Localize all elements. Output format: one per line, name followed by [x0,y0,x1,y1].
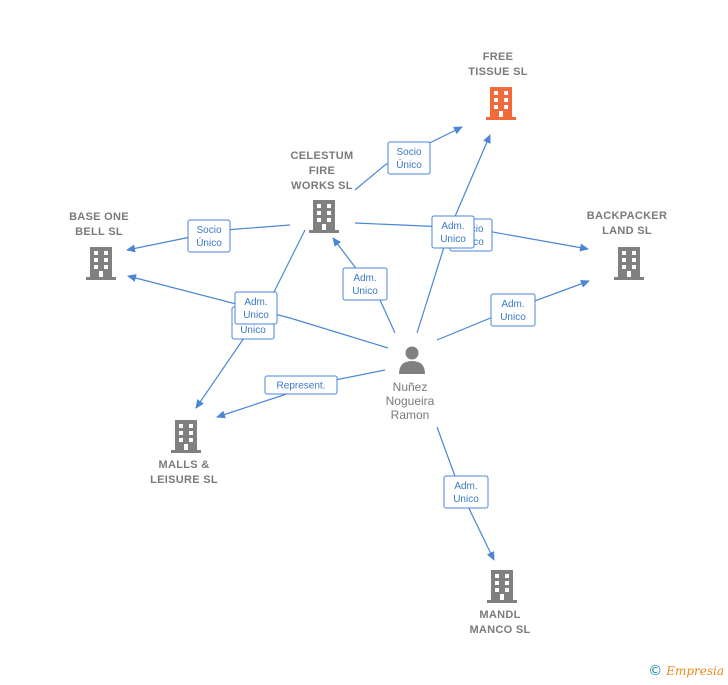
edge-label-text: Unico [243,310,269,321]
edge-label-text: Adm. [441,221,464,232]
company-node-malls[interactable]: MALLS & LEISURE SL [150,420,218,486]
company-label: MANCO SL [469,624,530,636]
edge-label-text: Adm. [501,299,524,310]
edge-label-text: Unico [440,234,466,245]
edge-label-text: Socio [196,225,221,236]
building-icon [86,247,116,280]
edge-label-text: Represent. [277,381,326,392]
brand-name: Empresia [666,664,724,678]
edge-label-text: Único [396,158,422,171]
edge-e1 [354,126,463,191]
company-label: LEISURE SL [150,474,218,486]
company-label: MALLS & [159,459,210,471]
building-icon [614,247,644,280]
copyright-symbol: © [648,663,663,679]
person-label: Ramon [391,408,430,422]
edge-label-text: Único [196,236,222,249]
edge-label-box [342,267,388,301]
edges-layer: SocioÚnicoSocioÚnicoAdm.UnicoSocioÚnicoA… [126,126,590,561]
building-icon [309,200,339,233]
company-label: TISSUE SL [468,66,528,78]
building-icon [171,420,201,453]
company-label: MANDL [479,609,520,621]
company-label: WORKS SL [291,180,353,192]
building-icon [486,87,516,120]
person-label: Nogueira [386,394,435,408]
company-label: FREE [483,51,514,63]
company-label: BACKPACKER [587,210,667,222]
building-icon [487,570,517,603]
edge-label-box [234,291,278,325]
edge-label-box [264,375,338,395]
edge-label-text: Adm. [244,297,267,308]
company-node-backpacker[interactable]: BACKPACKER LAND SL [587,210,667,280]
company-label: CELESTUM [291,150,354,162]
company-node-free[interactable]: FREE TISSUE SL [468,51,528,120]
footer-brand: ©Empresia [648,663,724,679]
edge-e6 [127,274,389,349]
company-label: FIRE [309,165,335,177]
edge-label-text: Unico [500,312,526,323]
edge-label-box [490,293,536,327]
edge-label-text: Socio [396,147,421,158]
edge-label-text: Unico [240,325,266,336]
company-label: LAND SL [602,225,652,237]
edge-label-e7[interactable]: Adm. Unico [431,215,475,249]
edge-label-text: Unico [352,286,378,297]
company-node-celestum[interactable]: CELESTUM FIRE WORKS SL [291,150,354,233]
edge-label-box [431,215,475,249]
edge-label-box [387,141,431,175]
company-node-mandl[interactable]: MANDL MANCO SL [469,570,530,636]
nodes-layer: FREE TISSUE SL CELESTUM FIRE WORKS SL BASE ON… [69,51,667,636]
edge-label-e8[interactable]: Adm. Unico [490,293,536,327]
edge-label-e3[interactable]: Adm. Unico [342,267,388,301]
edge-label-box [443,475,489,509]
edge-label-e6[interactable]: Adm. Unico [234,291,278,325]
edge-label-e9[interactable]: Represent. [264,375,338,395]
edge-label-box [187,219,231,253]
company-label: BASE ONE [69,211,129,223]
edge-label-text: Unico [453,494,479,505]
company-label: BELL SL [75,226,123,238]
edge-label-text: Adm. [353,273,376,284]
person-label: Nuñez [393,380,428,394]
edge-label-text: Adm. [454,481,477,492]
company-node-baseone[interactable]: BASE ONE BELL SL [69,211,129,280]
edge-label-e10[interactable]: Adm. Unico [443,475,489,509]
person-icon [399,346,425,374]
